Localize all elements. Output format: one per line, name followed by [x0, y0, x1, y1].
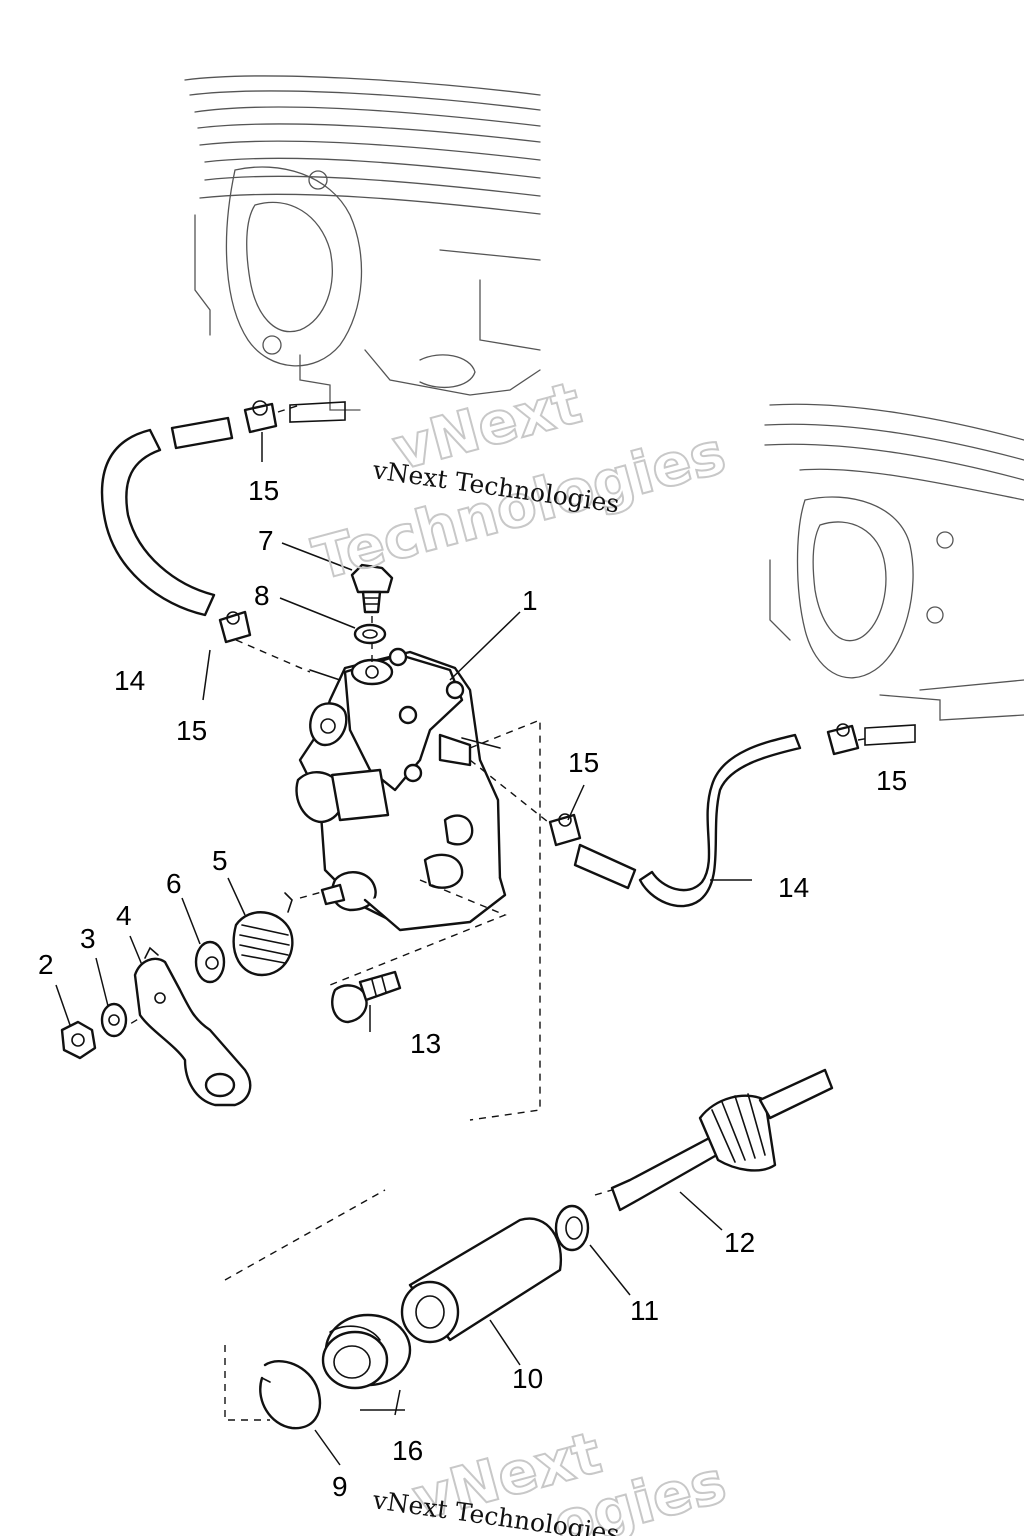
watermark-top: vNext Technologies vNext Technologies — [305, 367, 733, 594]
callout-16: 16 — [392, 1435, 423, 1466]
hose-clamp-left — [218, 610, 252, 644]
callout-15-top: 15 — [248, 475, 279, 506]
hose-clamp-center — [548, 813, 582, 847]
callout-14-right: 14 — [778, 872, 809, 903]
nut — [60, 1020, 97, 1060]
callout-3: 3 — [80, 923, 96, 954]
sealing-washer — [353, 623, 387, 645]
callout-7: 7 — [258, 525, 274, 556]
thrust-washer — [554, 1204, 590, 1252]
engine-cylinder-left — [184, 75, 541, 423]
callout-15-left: 15 — [176, 715, 207, 746]
callout-labels: 1 2 3 4 5 6 7 8 9 10 11 12 13 14 14 15 1… — [38, 475, 907, 1502]
watermark-bottom: vNext ogies vNext Technologies — [370, 1417, 734, 1536]
lock-washer — [100, 1002, 128, 1038]
hose-clamp-right — [826, 723, 860, 756]
mounting-bolt — [331, 970, 402, 1024]
callout-13: 13 — [410, 1028, 441, 1059]
hose-clamp-top — [243, 400, 278, 434]
oil-pump-body — [295, 647, 507, 932]
callout-15-center: 15 — [568, 747, 599, 778]
banjo-bolt — [350, 563, 394, 614]
callout-4: 4 — [116, 900, 132, 931]
return-spring — [232, 892, 294, 977]
callout-2: 2 — [38, 949, 54, 980]
callout-15-right: 15 — [876, 765, 907, 796]
gear-bushing — [400, 1217, 563, 1344]
control-lever — [133, 946, 252, 1107]
callout-1: 1 — [522, 585, 538, 616]
washer — [194, 940, 226, 984]
callout-10: 10 — [512, 1363, 543, 1394]
pump-drive-gear — [610, 1068, 834, 1212]
callout-14-left: 14 — [114, 665, 145, 696]
callout-12: 12 — [724, 1227, 755, 1258]
callout-9: 9 — [332, 1471, 348, 1502]
callout-8: 8 — [254, 580, 270, 611]
oil-hose-right — [573, 733, 802, 908]
engine-cylinder-right — [764, 403, 1024, 746]
oil-hose-left — [100, 416, 234, 617]
callout-6: 6 — [166, 868, 182, 899]
oil-seal — [321, 1313, 412, 1390]
callout-5: 5 — [212, 845, 228, 876]
callout-11: 11 — [630, 1295, 659, 1326]
circlip — [259, 1360, 322, 1430]
callout-leaders — [55, 432, 752, 1466]
